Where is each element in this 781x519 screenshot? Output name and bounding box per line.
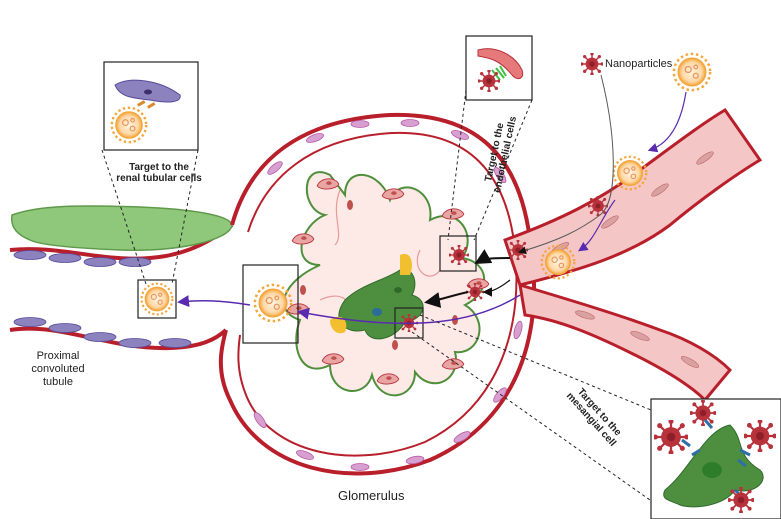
nanoparticle-red-icon (580, 52, 603, 75)
proximal-line3: tubule (18, 376, 98, 389)
inset-endothelial (466, 36, 532, 100)
inset-mesangial (651, 399, 781, 519)
tubular-target-label: Target to the renal tubular cells (104, 162, 214, 184)
proximal-tubule-label: Proximal convoluted tubule (18, 350, 98, 389)
glomerulus-label: Glomerulus (338, 488, 404, 503)
tubular-target-line1: Target to the (104, 162, 214, 173)
nanoparticles-label: Nanoparticles (605, 58, 672, 70)
inset-tubular (104, 62, 198, 150)
tubular-target-line2: renal tubular cells (104, 173, 214, 184)
proximal-line1: Proximal (18, 350, 98, 363)
proximal-line2: convoluted (18, 363, 98, 376)
